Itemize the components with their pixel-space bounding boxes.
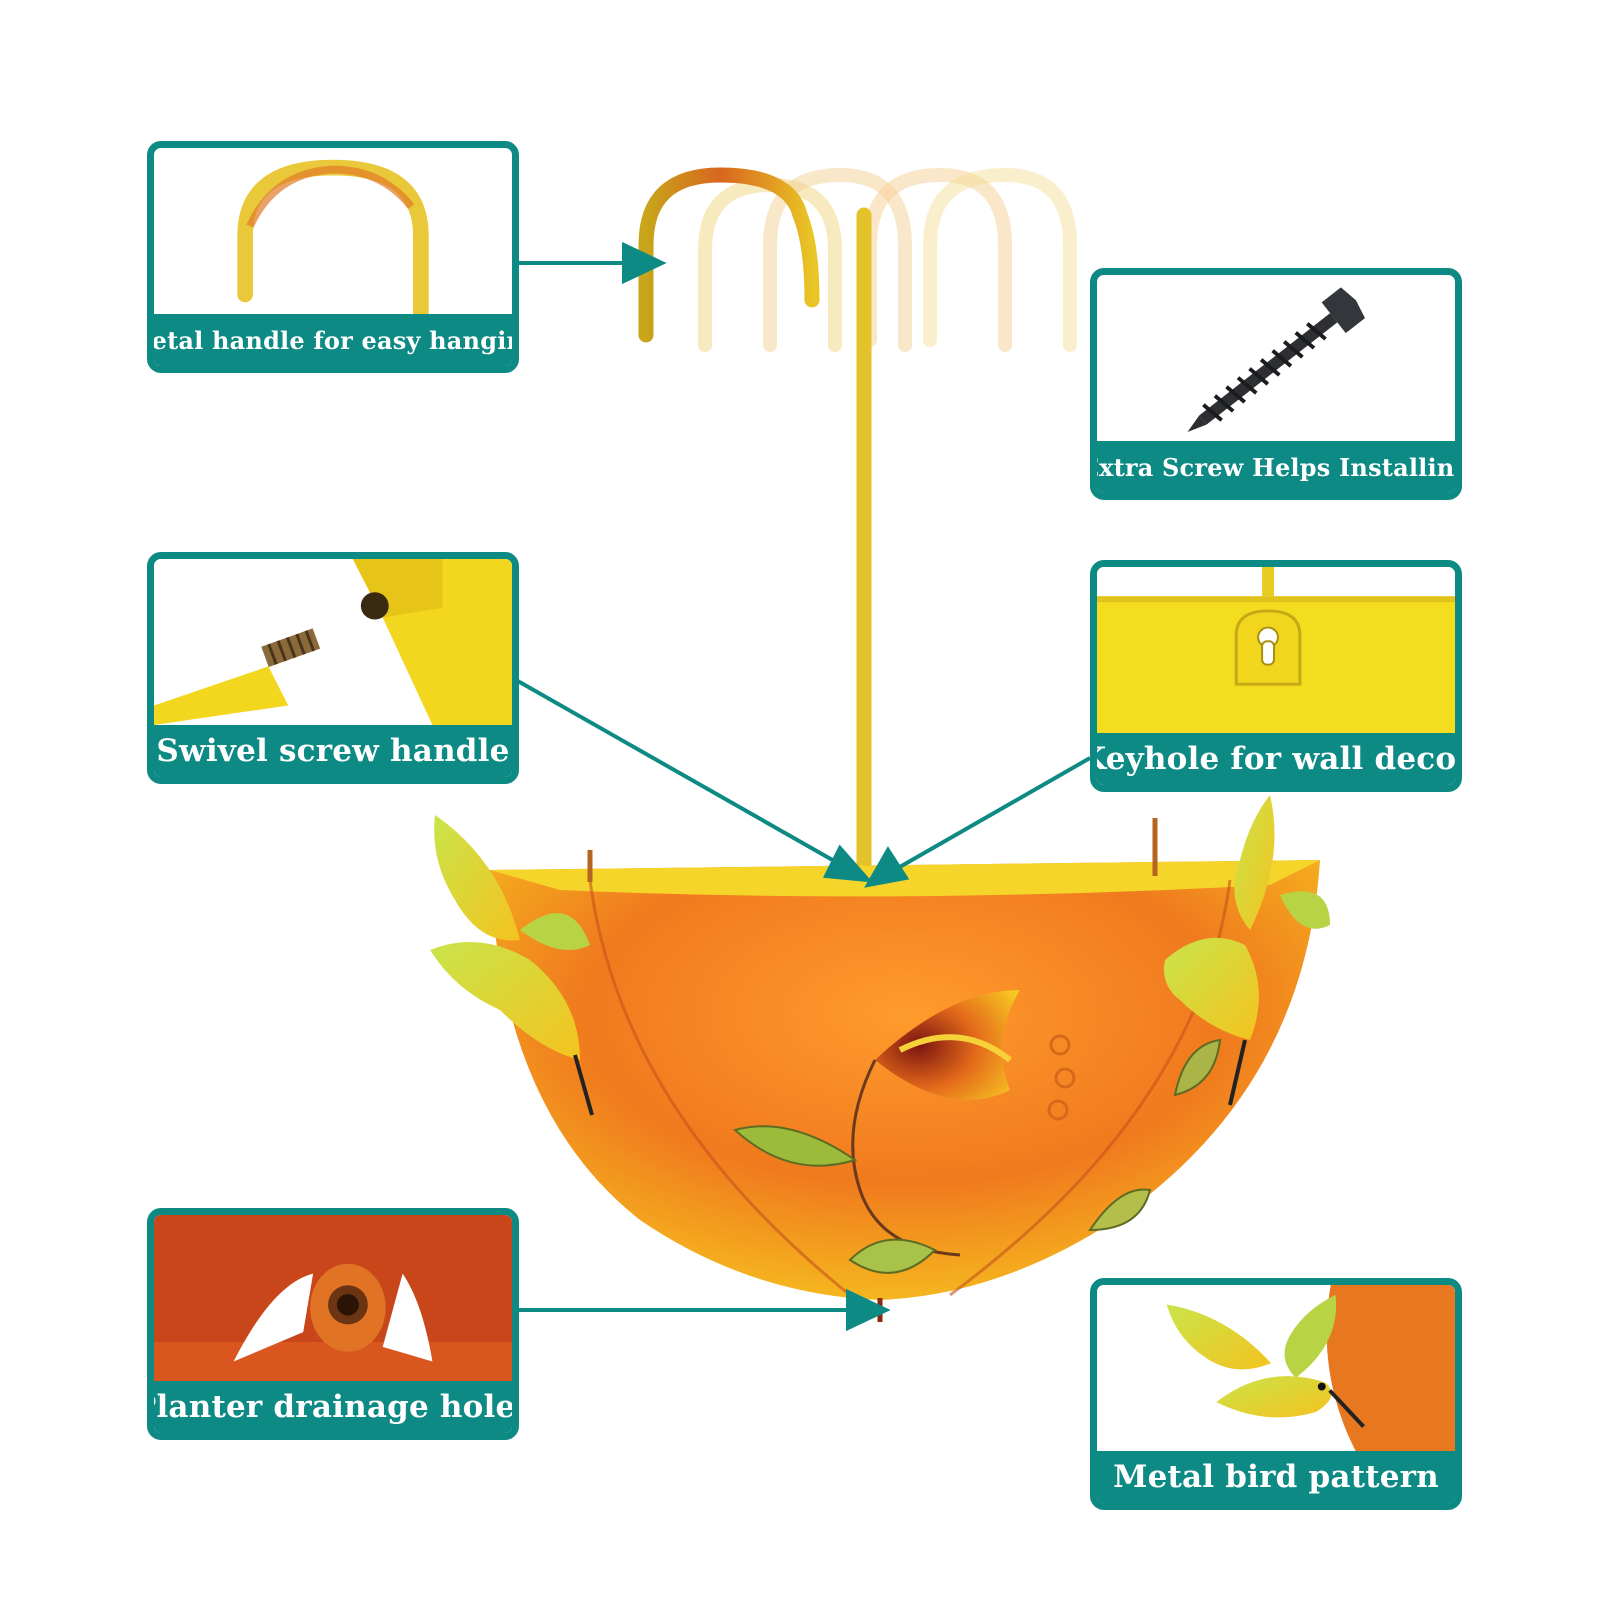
- callout-arrows: [515, 241, 1091, 1332]
- keyhole-icon: [1097, 567, 1455, 733]
- handle-callout: Metal handle for easy hanging: [147, 141, 519, 373]
- swivel-callout: Swivel screw handle: [147, 552, 519, 784]
- screw-callout: Extra Screw Helps Installing: [1090, 268, 1462, 500]
- hanging-hook: [638, 167, 820, 343]
- keyhole-caption: Keyhole for wall decor: [1097, 733, 1455, 785]
- swivel-caption: Swivel screw handle: [154, 725, 512, 777]
- right-hummingbird-decoration: [1164, 795, 1330, 1106]
- flower-decoration: [732, 990, 1222, 1274]
- keyhole-callout: Keyhole for wall decor: [1090, 560, 1462, 792]
- drain-hole-icon: [154, 1215, 512, 1381]
- screw-caption: Extra Screw Helps Installing: [1097, 441, 1455, 493]
- bird-callout: Metal bird pattern: [1090, 1278, 1462, 1510]
- hummingbird-icon: [1097, 1285, 1455, 1451]
- left-hummingbird-decoration: [430, 815, 594, 1116]
- bird-caption: Metal bird pattern: [1097, 1451, 1455, 1503]
- hook-handle-icon: [237, 159, 429, 314]
- hook-motion-trail: [698, 167, 1077, 352]
- drainage-callout: Planter drainage holes: [147, 1208, 519, 1440]
- threaded-rod-icon: [154, 559, 512, 725]
- handle-caption: Metal handle for easy hanging: [154, 314, 512, 366]
- screw-icon: [1187, 287, 1365, 433]
- drainage-caption: Planter drainage holes: [154, 1381, 512, 1433]
